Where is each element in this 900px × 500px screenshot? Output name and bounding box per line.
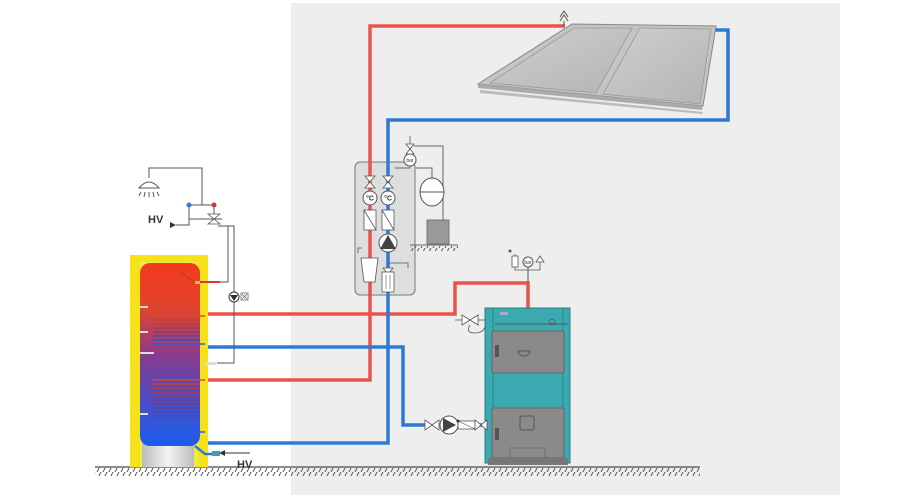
cold-water-inlet-bottom: HV [219, 450, 253, 471]
temp-cold-label: °C [384, 195, 392, 203]
filling-valve-icon [455, 314, 486, 334]
check-valve-icon [363, 209, 395, 231]
expansion-vessel-icon [419, 177, 445, 207]
thermometer-icon: °C °C [362, 190, 396, 206]
ground [95, 466, 700, 476]
boiler-hot-pipe [205, 281, 530, 316]
boiler-safety-group: bar [508, 249, 545, 283]
sensor-pockets [140, 306, 216, 415]
hv-label-bottom: HV [237, 459, 253, 471]
upper-door [491, 330, 565, 374]
solar-pump-icon [378, 233, 398, 253]
boiler-pump-icon [443, 418, 456, 432]
boiler-pump-group [424, 415, 488, 435]
solar-gauge-label: bar [406, 158, 414, 164]
cold-water-inlet-top: HV [148, 214, 176, 228]
flow-meter-icon [357, 247, 409, 293]
hv-label-top: HV [148, 214, 164, 226]
safety-valve-icon [405, 136, 415, 155]
air-vent-icon [559, 10, 569, 26]
mixing-valve-icon [176, 202, 222, 226]
boiler-cold-pipe [205, 345, 425, 427]
upper-heat-exchanger [153, 315, 205, 345]
collecting-container [426, 219, 450, 245]
circulation-pump-icon [228, 291, 249, 303]
storage-tank [130, 255, 216, 467]
shower-icon [137, 167, 203, 205]
temp-hot-label: °C [366, 195, 374, 203]
boiler-gauge-label: bar [524, 260, 532, 266]
lower-heat-exchanger [152, 379, 205, 433]
solar-pump-station: °C °C bar [354, 136, 458, 296]
solar-cold-pipe [205, 28, 730, 445]
solid-fuel-boiler [484, 307, 571, 465]
solar-collector [476, 10, 717, 114]
